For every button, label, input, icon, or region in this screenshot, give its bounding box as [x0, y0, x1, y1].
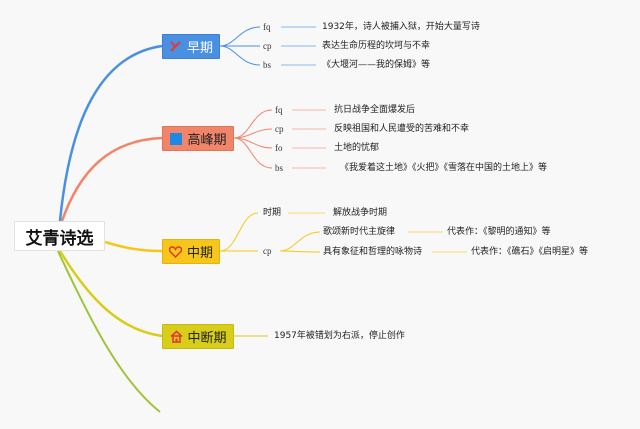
early-fq-key: fq	[263, 22, 271, 32]
peak-fq-text: 抗日战争全面爆发后	[334, 105, 416, 115]
early-bs-text: 《大堰河——我的保姆》等	[322, 60, 431, 70]
heart-icon	[169, 245, 183, 259]
branch-peak-label: 高峰期	[187, 133, 227, 148]
connector-peak-fq	[233, 109, 273, 139]
early-bs-key: bs	[263, 60, 272, 70]
peak-fo-key: fo	[275, 143, 283, 153]
connector-root-peak	[60, 136, 163, 222]
peak-bs-text: 《我爱着这土地》《火把》《雪落在中国的土地上》等	[340, 163, 548, 173]
connector-peak-bs	[233, 137, 273, 169]
connector-root-suspension	[58, 250, 163, 338]
connector-root-tail	[57, 250, 161, 413]
middle-item2-text: 具有象征和哲理的咏物诗	[323, 247, 423, 257]
connector-early-bs	[219, 45, 261, 66]
early-cp-key: cp	[263, 41, 272, 51]
middle-item1-text: 歌颂新时代主旋律	[323, 227, 396, 237]
peak-bs-key: bs	[275, 163, 284, 173]
branch-early[interactable]: 早期	[162, 34, 220, 59]
root-topic-label: 艾青诗选	[25, 228, 94, 249]
root-topic[interactable]: 艾青诗选	[14, 221, 105, 251]
branch-suspension-label: 中断期	[187, 331, 227, 346]
branch-middle-label: 中期	[186, 246, 213, 261]
early-cp-text: 表达生命历程的坎坷与不幸	[322, 41, 431, 51]
middle-cp-key: cp	[263, 246, 272, 256]
connector-cp-item2	[279, 250, 321, 253]
middle-item1-detail: 代表作：《黎明的通知》等	[447, 227, 551, 237]
branch-peak[interactable]: 高峰期	[162, 126, 234, 151]
branch-middle[interactable]: 中期	[162, 239, 220, 264]
tools-icon	[169, 40, 183, 54]
early-fq-text: 1932年，诗人被捕入狱，开始大量写诗	[322, 22, 480, 32]
middle-period-key: 时期	[263, 208, 282, 218]
connector-middle-period	[219, 212, 259, 252]
middle-period-text: 解放战争时期	[333, 208, 388, 218]
peak-cp-key: cp	[275, 124, 284, 134]
connector-peak-cp	[233, 128, 273, 139]
connector-root-early	[58, 44, 163, 222]
peak-fo-text: 土地的忧郁	[334, 143, 380, 153]
square-icon	[169, 132, 183, 146]
house-icon	[169, 330, 183, 344]
branch-early-label: 早期	[186, 41, 213, 56]
peak-cp-text: 反映祖国和人民遭受的苦难和不幸	[334, 124, 470, 134]
connector-early-fq	[219, 26, 261, 47]
suspension-text: 1957年被错划为右派，停止创作	[274, 331, 405, 341]
peak-fq-key: fq	[275, 105, 283, 115]
middle-item2-detail: 代表作：《礁石》《启明星》等	[471, 247, 589, 257]
connector-root-middle	[104, 240, 163, 253]
branch-suspension[interactable]: 中断期	[162, 324, 234, 349]
connector-cp-item1	[279, 231, 321, 252]
